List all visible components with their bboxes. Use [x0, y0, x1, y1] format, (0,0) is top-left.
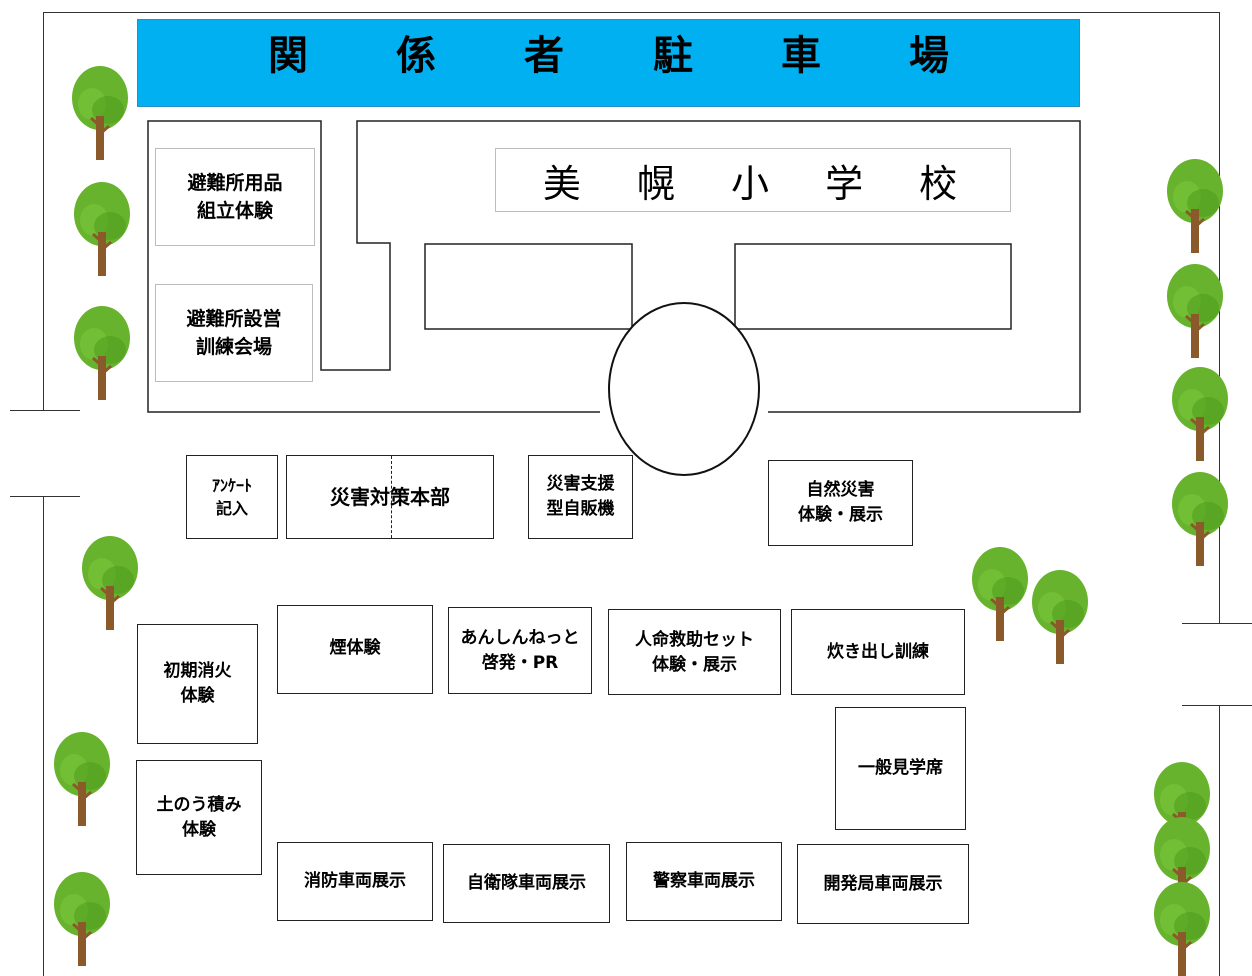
- booth-shelter-goods: 避難所用品 組立体験: [155, 148, 315, 246]
- school-name-label: 美 幌 小 学 校: [495, 148, 1011, 212]
- tree-icon: [1170, 470, 1230, 566]
- site-boundary-right-lower: [1219, 705, 1220, 976]
- entrance-line-right-lower: [1182, 705, 1252, 706]
- parking-char-1: 関: [268, 33, 308, 79]
- site-boundary-left-upper: [43, 12, 44, 410]
- tree-icon: [70, 64, 130, 160]
- tree-icon: [1152, 880, 1212, 976]
- tree-icon: [1030, 568, 1090, 664]
- site-boundary-top: [43, 12, 1219, 13]
- booth-anshin-net: あんしんねっと 啓発・PR: [448, 607, 592, 694]
- parking-char-3: 者: [524, 33, 564, 79]
- tree-icon: [1165, 157, 1225, 253]
- staff-parking-area: 関 係 者 駐 車 場: [137, 19, 1080, 107]
- booth-survey: ｱﾝｹｰﾄ 記入: [186, 455, 278, 539]
- entrance-line-left-lower: [10, 496, 80, 497]
- hq-divider: [391, 456, 392, 538]
- tree-icon: [970, 545, 1030, 641]
- tree-icon: [52, 730, 112, 826]
- parking-char-2: 係: [396, 33, 436, 79]
- tree-icon: [1165, 262, 1225, 358]
- parking-char-6: 場: [909, 33, 949, 79]
- booth-natural-disaster: 自然災害 体験・展示: [768, 460, 913, 546]
- booth-fire-truck: 消防車両展示: [277, 842, 433, 921]
- booth-rescue-set: 人命救助セット 体験・展示: [608, 609, 781, 695]
- booth-shelter-training: 避難所設営 訓練会場: [155, 284, 313, 382]
- parking-char-5: 車: [781, 33, 821, 79]
- tree-icon: [72, 304, 132, 400]
- booth-spectator-seats: 一般見学席: [835, 707, 966, 830]
- booth-sandbag: 土のう積み 体験: [136, 760, 262, 875]
- booth-cooking-drill: 炊き出し訓練: [791, 609, 965, 695]
- tree-icon: [52, 870, 112, 966]
- booth-disaster-hq-label: 災害対策本部: [330, 484, 450, 509]
- booth-initial-fire: 初期消火 体験: [137, 624, 258, 744]
- site-boundary-left-lower: [43, 496, 44, 976]
- entrance-line-right-upper: [1182, 623, 1252, 624]
- tree-icon: [1170, 365, 1230, 461]
- entrance-line-left-upper: [10, 410, 80, 411]
- booth-police-vehicle: 警察車両展示: [626, 842, 782, 921]
- booth-smoke: 煙体験: [277, 605, 433, 694]
- parking-char-4: 駐: [653, 33, 693, 79]
- tree-icon: [72, 180, 132, 276]
- school-entrance-circle: [608, 302, 760, 476]
- booth-dev-bureau-vehicle: 開発局車両展示: [797, 844, 969, 924]
- booth-vending-machine: 災害支援 型自販機: [528, 455, 633, 539]
- school-wing-right: [734, 243, 1012, 330]
- booth-disaster-hq: 災害対策本部: [286, 455, 494, 539]
- tree-icon: [80, 534, 140, 630]
- booth-sdf-vehicle: 自衛隊車両展示: [443, 844, 610, 923]
- school-wing-left: [424, 243, 633, 330]
- site-boundary-right-upper: [1219, 12, 1220, 623]
